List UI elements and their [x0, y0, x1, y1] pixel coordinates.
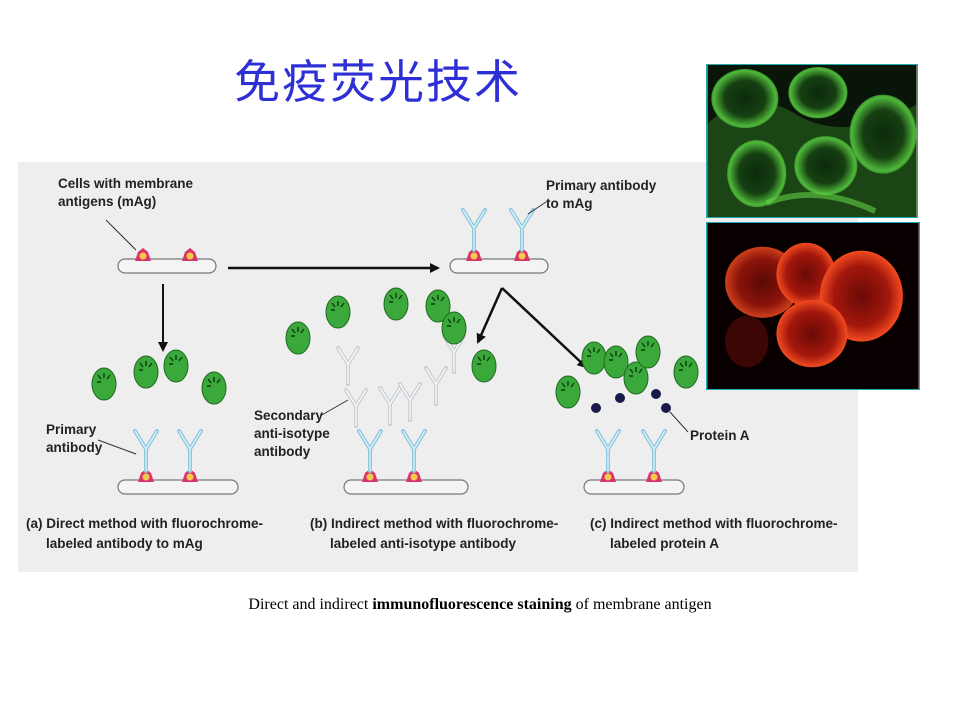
caption-prefix: Direct and indirect [248, 596, 373, 613]
caption-b-line1: (b) Indirect method with fluorochrome- [310, 516, 558, 531]
micrograph-green-fluorescence [706, 64, 918, 218]
caption-a-line2: labeled antibody to mAg [46, 536, 203, 551]
pointer-protein-a [669, 411, 689, 433]
label-secondary-line1: Secondary [254, 408, 324, 423]
pointer-primary [97, 439, 137, 455]
panel-b [285, 287, 497, 495]
label-secondary-line2: anti-isotype [254, 426, 330, 441]
pointer-primary-to [527, 201, 547, 215]
membrane-top-left [117, 248, 217, 274]
arrow-to-c [501, 287, 588, 369]
caption-a-line1: (a) Direct method with fluorochrome- [26, 516, 263, 531]
label-cells-line2: antigens (mAg) [58, 194, 156, 209]
label-primary-line2: antibody [46, 440, 103, 455]
slide-title: 免疫荧光技术 [234, 55, 522, 109]
micrograph-red-fluorescence [706, 222, 920, 390]
label-secondary-line3: antibody [254, 444, 311, 459]
arrow-to-b [476, 287, 504, 344]
panel-c [555, 335, 699, 495]
label-primary-to-line2: to mAg [546, 196, 593, 211]
label-protein-a: Protein A [690, 428, 750, 443]
label-primary-line1: Primary [46, 422, 97, 437]
membrane-top-right [449, 208, 549, 274]
caption-c-line1: (c) Indirect method with fluorochrome- [590, 516, 838, 531]
caption-c-line2: labeled protein A [610, 536, 719, 551]
pointer-secondary [319, 399, 349, 417]
figure-caption: Direct and indirect immunofluorescence s… [0, 596, 960, 614]
caption-suffix: of membrane antigen [571, 596, 712, 613]
label-primary-to-line1: Primary antibody [546, 178, 657, 193]
label-cells-line1: Cells with membrane [58, 176, 194, 191]
caption-bold: immunofluorescence staining [372, 596, 572, 613]
pointer-cells [105, 219, 137, 251]
caption-b-line2: labeled anti-isotype antibody [330, 536, 517, 551]
panel-a [91, 349, 239, 495]
